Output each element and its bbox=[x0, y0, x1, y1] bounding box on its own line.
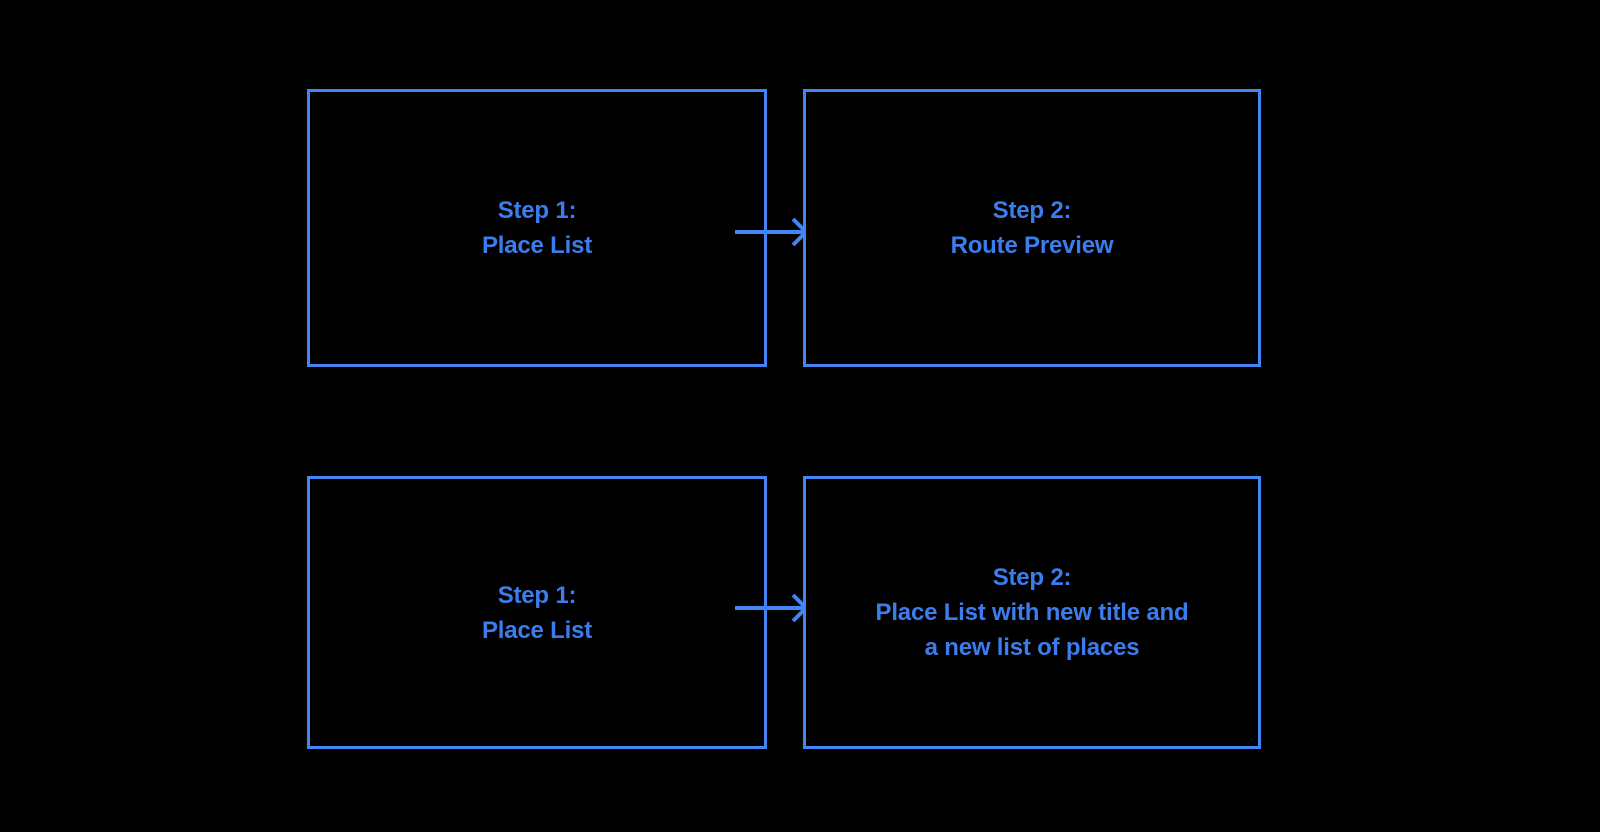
step-box-label: Step 2: Place List with new title and a … bbox=[875, 564, 1189, 661]
step-box-label: Step 1: Place List bbox=[481, 581, 593, 644]
flow-row: Step 1: Place List Step 2: Place List wi… bbox=[0, 476, 1600, 749]
flow-row: Step 1: Place List Step 2: Route Preview bbox=[0, 89, 1600, 367]
step-box-label: Step 1: Place List bbox=[481, 197, 593, 259]
step-box-row1-step2[interactable]: Step 2: Route Preview bbox=[803, 89, 1261, 367]
step-box-row2-step2[interactable]: Step 2: Place List with new title and a … bbox=[803, 476, 1261, 749]
step-box-row1-step1[interactable]: Step 1: Place List bbox=[307, 89, 767, 367]
step-box-row2-step1[interactable]: Step 1: Place List bbox=[307, 476, 767, 749]
step-box-label: Step 2: Route Preview bbox=[950, 197, 1114, 259]
